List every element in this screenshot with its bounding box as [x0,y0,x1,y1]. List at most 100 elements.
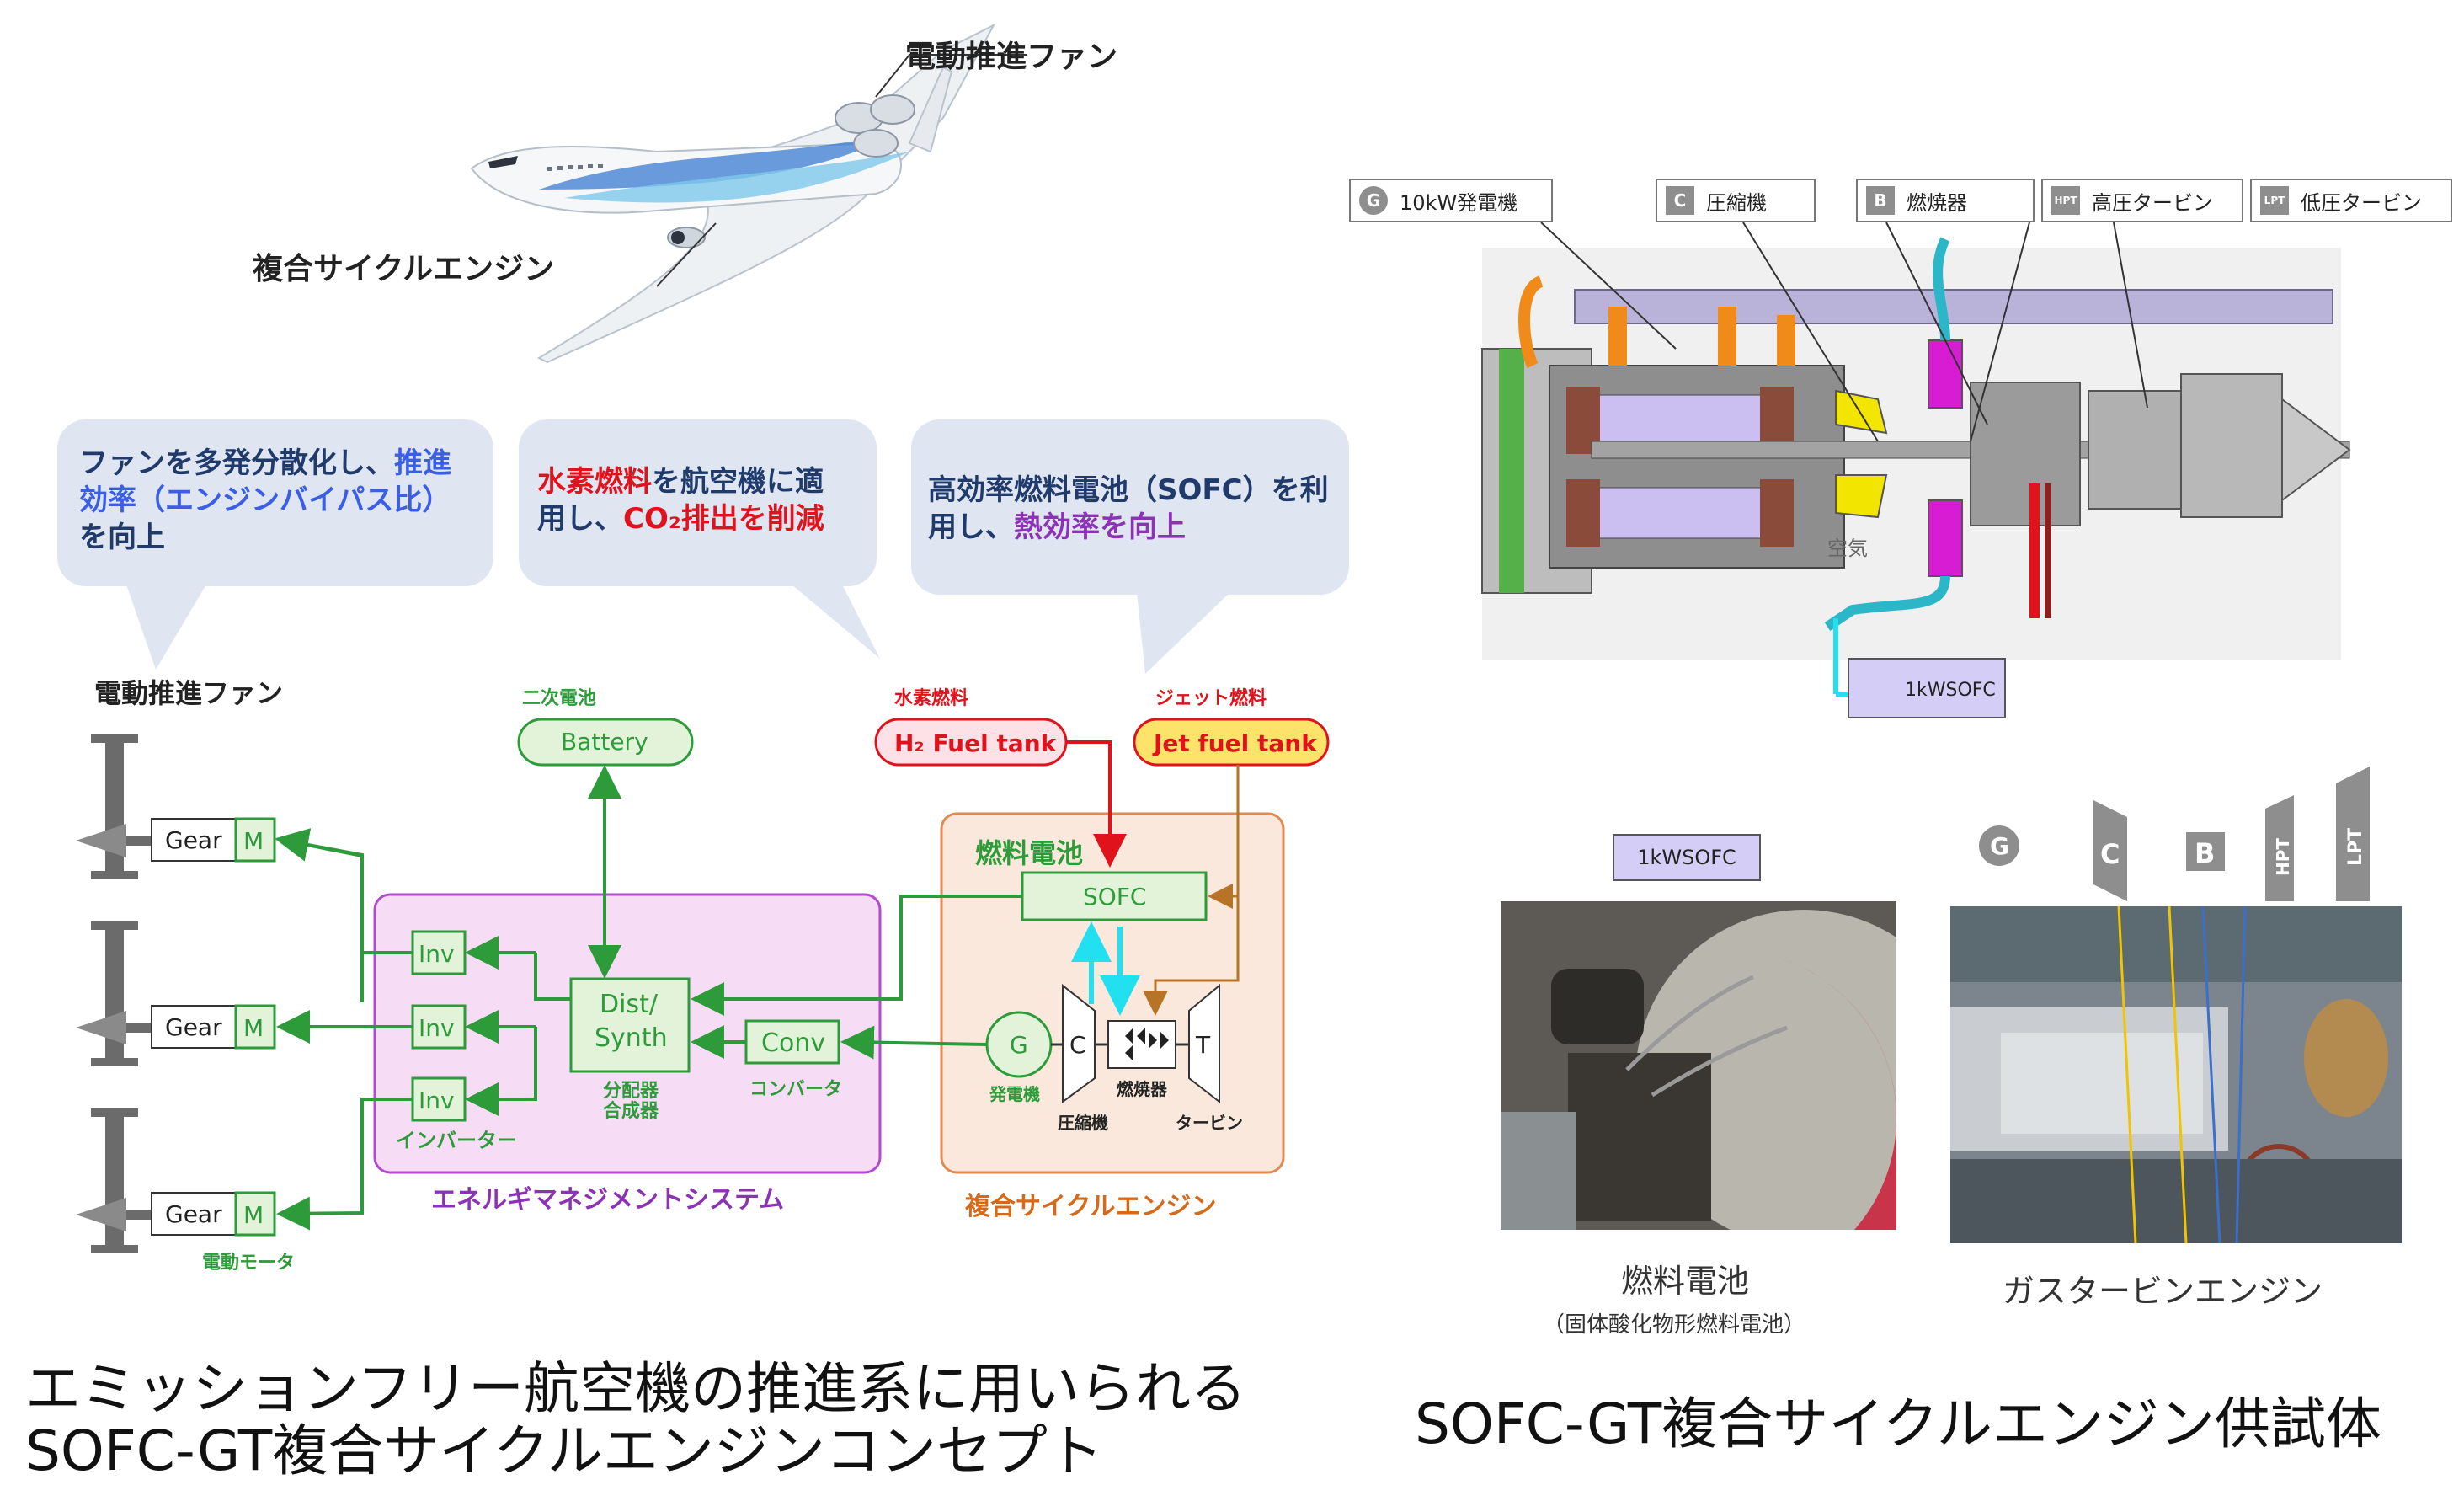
jet-caption: ジェット燃料 [1155,687,1267,709]
label-lpt: LPT 低圧タービン [2250,179,2452,222]
hpt-text: 高圧タービン [2092,190,2213,215]
conv-label: Conv [761,1028,825,1058]
engine-label: 複合サイクルエンジン [253,252,555,286]
sofc-1kw-label: 1kWSOFC [1905,680,1996,701]
label-hpt: HPT 高圧タービン [2041,179,2243,222]
gt-tag-hpt: HPT [2273,838,2293,876]
dist-caption-1: 分配器 [603,1081,659,1102]
fuelcell-title: 燃料電池 [975,837,1083,869]
gear-box-1 [151,818,237,862]
bubble-fan-efficiency: ファンを多発分散化し、推進 効率（エンジンバイパス比） を向上 [57,419,493,586]
sofc-photo-label: 1kWSOFC [1637,846,1736,869]
bubble3-line1: 高効率燃料電池（SOFC）を利 [928,473,1329,507]
bubble-sofc: 高効率燃料電池（SOFC）を利 用し、熱効率を向上 [911,419,1349,595]
motor-label-3: M [243,1201,264,1229]
battery-caption: 二次電池 [522,687,596,709]
gt-tag-row: G C B HPT LPT [1979,767,2370,901]
hpt-chip-icon: HPT [2051,186,2080,215]
dist-caption-2: 合成器 [603,1100,659,1122]
gt-tag-g: G [1990,832,2009,860]
gas-turbine-photo [1950,905,2402,1244]
converter-box [744,1019,840,1065]
h2-caption: 水素燃料 [894,687,968,709]
bubble2-text: を航空機に適 [652,465,824,499]
gen-label: G [1010,1031,1028,1059]
sofc-photo-drawing [1501,901,1972,1247]
turbine-shape [1188,983,1220,1104]
bubble-tails [126,585,1229,674]
bubble3-line2: 用し、 [928,510,1014,544]
link-gen [840,1025,988,1060]
sofc-label: SOFC [1083,883,1146,911]
gt-tag-c: C [2100,838,2120,870]
inverter-2 [411,1004,467,1050]
comp-label: C [1069,1031,1086,1059]
jet-fuel-tank-box [1133,718,1330,767]
dist-label-1: Dist/ [600,990,659,1019]
inv-label-2: Inv [419,1014,455,1042]
turb-label: T [1195,1031,1211,1059]
link-fan1 [275,828,364,1002]
air-label: 空気 [1827,537,1868,560]
generator-chip-icon: G [1359,186,1388,215]
generator-text: 10kW発電機 [1400,190,1518,215]
bubble1-suffix: を向上 [79,521,165,554]
gt-tag-b: B [2195,837,2215,869]
aircraft-illustration [438,17,1078,379]
gear-box-3 [151,1192,237,1236]
comb-caption: 燃焼器 [1117,1079,1168,1099]
lpt-chip-icon: LPT [2260,186,2289,215]
compressor-shape [1062,983,1096,1103]
comp-caption: 圧縮機 [1058,1113,1108,1133]
right-caption: SOFC-GT複合サイクルエンジン供試体 [1415,1391,2381,1456]
engine-cross-section: 空気 1kWSOFC [1481,222,2351,718]
sofc-subcaption: （固体酸化物形燃料電池） [1543,1312,1806,1338]
link-sofc [691,895,1022,1016]
h2-tank-label: H₂ Fuel tank [894,729,1058,757]
dist-synth-box [569,977,691,1073]
inverter-caption: インバーター [396,1129,517,1152]
sofc-photo-label-box: 1kWSOFC [1613,834,1761,881]
dist-label-2: Synth [595,1023,668,1053]
left-caption: エミッションフリー航空機の推進系に用いられる SOFC-GT複合サイクルエンジン… [25,1358,1246,1482]
sofc-caption: 燃料電池 [1621,1263,1750,1300]
link-fan3 [276,1098,413,1231]
bubble3-highlight: 熱効率を向上 [1014,510,1186,544]
gt-caption: ガスタービンエンジン [2003,1273,2323,1310]
gt-tag-lpt: LPT [2345,828,2366,866]
label-generator: G 10kW発電機 [1349,179,1553,222]
jet-tank-label: Jet fuel tank [1152,729,1318,757]
gen-caption: 発電機 [989,1084,1040,1104]
ems-title: エネルギマネジメントシステム [431,1185,784,1215]
gear-label-2: Gear [165,1013,222,1041]
cce-title: 複合サイクルエンジン [965,1192,1217,1221]
label-combustor: B 燃焼器 [1856,179,2035,222]
aircraft-drawing [470,23,1078,364]
motor-label-1: M [243,827,264,855]
combustor-chip-icon: B [1866,186,1895,215]
bubble1-highlight2: 効率（エンジンバイパス比） [79,483,451,517]
fan-stack [76,734,152,1253]
battery-label: Battery [561,728,648,756]
gear-box-2 [151,1005,237,1049]
motor-label-2: M [243,1014,264,1042]
gear-label-3: Gear [165,1200,222,1228]
motor-box-1 [234,817,276,863]
bubble1-text: ファンを多発分散化し、 [79,446,394,480]
label-compressor: C 圧縮機 [1656,179,1816,222]
conv-caption: コンバータ [749,1079,842,1100]
motor-box-2 [234,1004,276,1050]
link-jet-comb [1143,896,1240,1016]
gear-label-1: Gear [165,826,222,854]
bubble2-highlight1: 水素燃料 [537,465,652,499]
left-caption-line2: SOFC-GT複合サイクルエンジンコンセプト [25,1418,1103,1483]
bubble2-line2: 用し、 [537,502,623,536]
inv-label-1: Inv [419,940,455,968]
link-h2 [1066,740,1127,868]
turb-caption: タービン [1176,1113,1243,1133]
sofc-1kw-box [1848,658,2006,718]
left-caption-line1: エミッションフリー航空機の推進系に用いられる [25,1356,1247,1421]
fan-title: 電動推進ファン [94,677,283,709]
combustor-box [1107,1020,1176,1069]
bubble1-highlight1: 推進 [394,446,451,480]
